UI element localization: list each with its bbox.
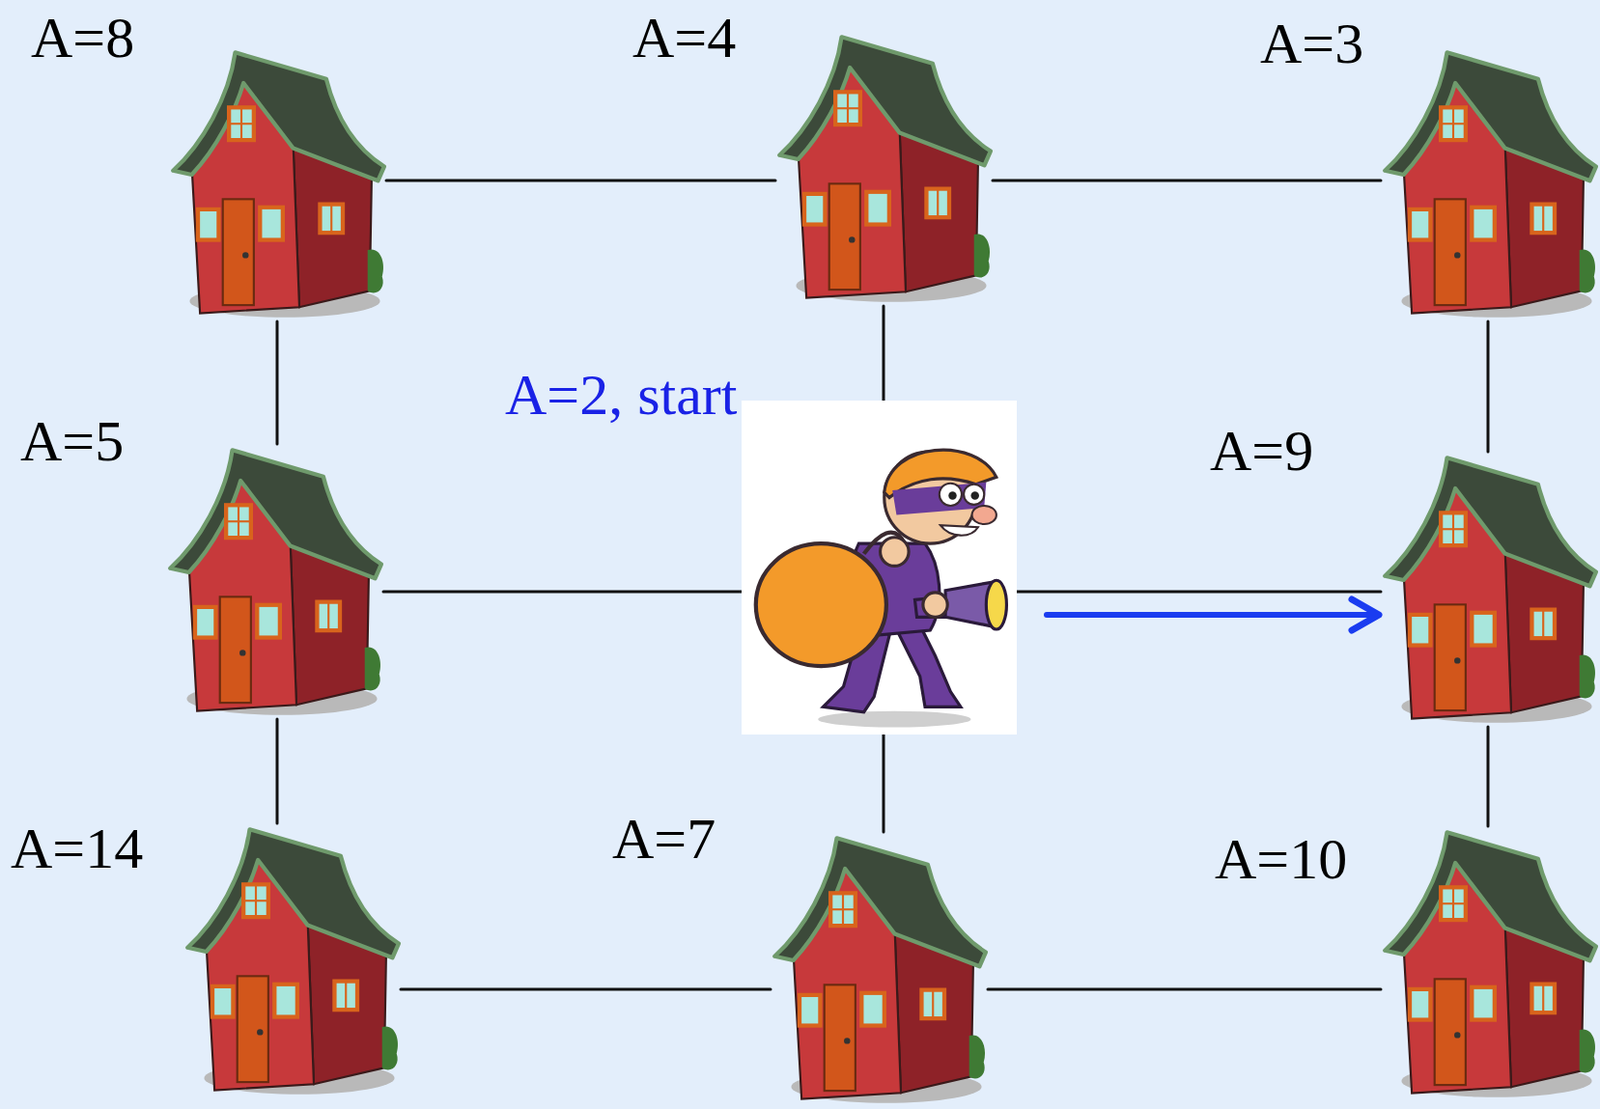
street-line: [276, 321, 280, 445]
house-illustration: [1380, 451, 1599, 728]
illustration-use: [774, 838, 986, 1103]
amount-label: A=7: [612, 807, 716, 871]
amount-label: A=8: [30, 5, 135, 70]
street-line: [1016, 590, 1381, 594]
house: A=9: [1380, 451, 1599, 728]
illustration-use: [1384, 457, 1597, 723]
house-illustration: [770, 832, 988, 1108]
street-line: [386, 179, 776, 183]
move-arrow: [1046, 612, 1379, 618]
street-line: [383, 590, 742, 594]
house-illustration: [166, 444, 384, 720]
house: A=10: [1380, 826, 1599, 1102]
amount-label: A=3: [1260, 11, 1364, 76]
amount-label: A=10: [1214, 827, 1348, 892]
house: A=7: [770, 832, 988, 1108]
illustration-use: [741, 400, 1017, 735]
amount-label: A=14: [10, 816, 143, 881]
amount-label: A=9: [1209, 419, 1314, 483]
amount-label: A=5: [20, 409, 124, 474]
street-line: [882, 306, 886, 401]
house-illustration: [1380, 46, 1599, 322]
thief-illustration: [741, 400, 1017, 735]
house-illustration: [168, 46, 387, 322]
amount-label: A=4: [632, 5, 736, 70]
house: A=3: [1380, 46, 1599, 322]
house: A=8: [168, 46, 387, 322]
illustration-use: [779, 36, 991, 302]
street-line: [882, 734, 886, 833]
street-line: [276, 719, 280, 824]
street-line: [1487, 727, 1490, 827]
street-line: [987, 988, 1381, 992]
illustration-use: [169, 449, 382, 715]
illustration-use: [1384, 832, 1597, 1097]
illustration-use: [1384, 52, 1597, 317]
amount-label: A=2, start: [505, 363, 737, 427]
house-illustration: [1380, 826, 1599, 1102]
house: A=4: [775, 30, 993, 307]
house-illustration: [775, 30, 993, 307]
street-line: [1487, 321, 1490, 452]
street-line: [400, 988, 771, 992]
house-illustration: [183, 823, 401, 1099]
thief-start: A=2, start: [741, 400, 1017, 735]
street-line: [992, 179, 1381, 183]
illustration-use: [187, 829, 399, 1095]
house: A=5: [166, 444, 384, 720]
illustration-use: [172, 52, 385, 317]
house: A=14: [183, 823, 401, 1099]
